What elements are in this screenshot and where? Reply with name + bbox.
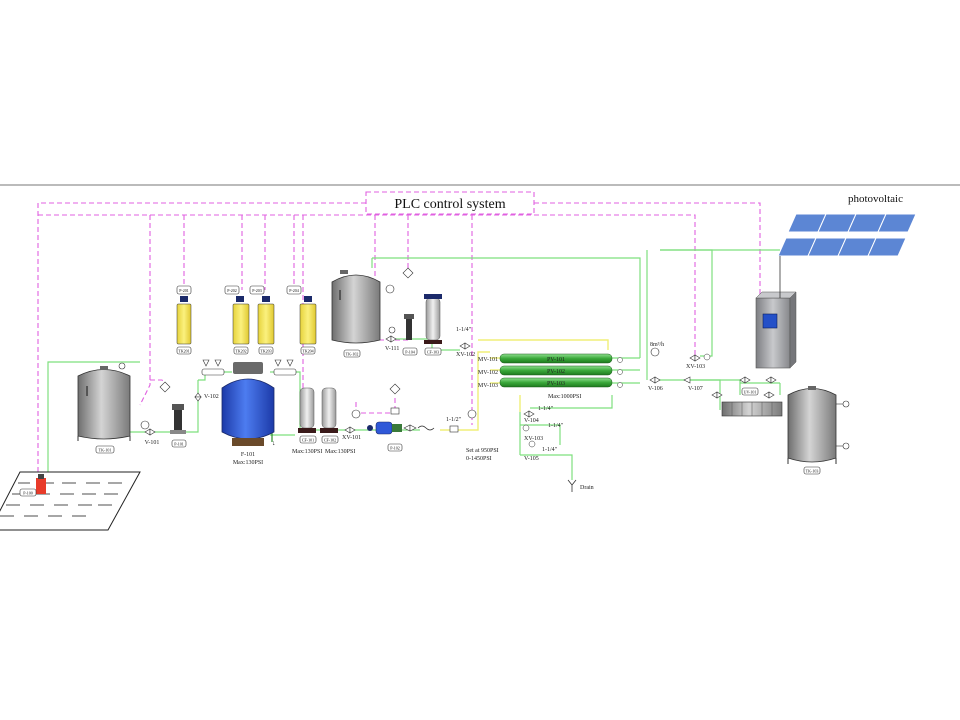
product-valves: 8m³/h V-106 XV-103 V-107 [648, 342, 777, 399]
pressure-gauge-icon [385, 284, 395, 294]
membrane-row-1: MV-101 PV-101 [478, 353, 613, 364]
tag-p101: P-101 [174, 442, 184, 447]
label-v103: XV-103 [686, 364, 705, 370]
label-xv102: XV-102 [456, 352, 475, 358]
svg-text:P-202: P-202 [227, 288, 237, 293]
svg-text:P-204: P-204 [289, 288, 299, 293]
svg-text:PV-101: PV-101 [547, 357, 565, 363]
label-v102: V-102 [204, 394, 219, 400]
pressure-gauge-icon [140, 420, 150, 430]
pipe-size-b: 1-1/2" [446, 417, 462, 423]
raw-water-tank: TK-101 [77, 362, 131, 454]
filter-max: Max:130PSI [233, 460, 263, 466]
cartridge-max-1: Max:130PSI [292, 449, 322, 455]
flow-rate: 8m³/h [650, 342, 664, 348]
concentrate-drain: 1-1/4" V-104 1-1/4" XV-103 1-1/4" V-105 … [522, 406, 594, 492]
tag-p100: P-100 [23, 491, 33, 496]
drain-icon [567, 479, 577, 492]
tag-tk101: TK-101 [99, 448, 112, 453]
uv-sterilizer: UV-101 [721, 387, 783, 417]
instrument-diamond-icon [402, 267, 414, 279]
pipe-size-a: 1-1/4" [456, 327, 472, 333]
dosing-tank-3: P-203 TK203 [249, 285, 275, 355]
media-filter-f101: F-101 Max:130PSI ↓ [221, 362, 276, 466]
membrane-row-3: MV-103 PV-103 [478, 377, 613, 389]
svg-text:CF-102: CF-102 [324, 438, 336, 443]
plc-title-box: PLC control system [365, 191, 535, 215]
svg-text:P-102: P-102 [390, 446, 400, 451]
dosing-tank-2: P-202 TK202 [224, 285, 250, 355]
set-note-2: 0-1450PSI [466, 456, 492, 462]
svg-text:TK202: TK202 [235, 349, 246, 354]
label-v105: V-105 [524, 456, 539, 462]
product-tank: TK-103 [787, 386, 850, 475]
svg-text:P-203: P-203 [252, 288, 262, 293]
pipe-size-c: 1-1/4" [538, 406, 554, 412]
pv-control-panel [755, 291, 797, 369]
instrument-diamond-icon [159, 381, 171, 393]
plc-title: PLC control system [394, 197, 505, 212]
sea-source: P-100 [0, 471, 141, 531]
svg-text:TK-102: TK-102 [346, 352, 359, 357]
svg-text:TK204: TK204 [302, 349, 313, 354]
svg-text:MV-102: MV-102 [478, 370, 498, 376]
photovoltaic-label: photovoltaic [848, 193, 903, 205]
high-pressure-pump: P-102 1-1/2" Set at 950PSI 0-1450PSI [367, 383, 499, 462]
svg-text:P-201: P-201 [179, 288, 189, 293]
set-note-1: Set at 950PSI [466, 448, 499, 454]
pipe-size-d: 1-1/4" [548, 423, 564, 429]
pipe-size-e: 1-1/4" [542, 447, 558, 453]
instrument-diamond-icon [389, 383, 401, 395]
panel-screen [762, 313, 778, 329]
svg-text:TK201: TK201 [178, 349, 189, 354]
svg-text:P-104: P-104 [405, 350, 415, 355]
drain-arrow-icon: ↓ [272, 439, 276, 447]
membrane-max: Max:1000PSI [548, 394, 581, 400]
plc-signal-lines [37, 202, 761, 490]
svg-text:UV-101: UV-101 [744, 390, 757, 395]
dosing-tank-1: P-201 TK201 [176, 285, 192, 355]
label-xv101: XV-101 [342, 435, 361, 441]
flush-tank-system: TK-102 V-111 P-104 CF-103 1-1/4" XV-102 [331, 267, 475, 358]
label-v111: V-111 [385, 346, 399, 352]
svg-text:TK-103: TK-103 [806, 469, 819, 474]
pressure-gauge-icon [351, 409, 361, 419]
dosing-tanks: P-201 TK201 P-202 TK202 P-203 TK203 P-20… [176, 285, 317, 376]
label-v104: V-104 [524, 418, 539, 424]
flow-meter-icon [650, 347, 660, 357]
feed-pump-p101: P-101 V-101 V-102 [140, 381, 219, 448]
svg-text:MV-103: MV-103 [478, 383, 498, 389]
label-xv103: XV-103 [524, 436, 543, 442]
cartridge-max-2: Max:130PSI [325, 449, 355, 455]
ro-membrane-rack: MV-101 PV-101 MV-102 PV-102 MV-103 PV-10… [478, 353, 623, 400]
svg-text:CF-103: CF-103 [427, 350, 439, 355]
drain-label: Drain [580, 485, 594, 491]
solar-array: photovoltaic [777, 193, 917, 298]
submersible-pump-icon [36, 478, 46, 494]
membrane-row-2: MV-102 PV-102 [478, 365, 613, 376]
label-v106: V-106 [648, 386, 663, 392]
svg-text:CF-101: CF-101 [302, 438, 314, 443]
filter-tag: F-101 [241, 452, 255, 458]
svg-text:PV-103: PV-103 [547, 381, 565, 387]
label-v107: V-107 [688, 386, 703, 392]
cartridge-filters: CF-101 CF-102 Max:130PSI Max:130PSI XV-1… [292, 387, 361, 455]
dosing-tank-4: P-204 TK204 [286, 285, 317, 355]
svg-text:MV-101: MV-101 [478, 357, 498, 363]
label-v101: V-101 [145, 440, 160, 446]
pressure-gauge-icon [467, 409, 477, 419]
svg-text:PV-102: PV-102 [547, 369, 565, 375]
svg-text:TK203: TK203 [260, 349, 271, 354]
